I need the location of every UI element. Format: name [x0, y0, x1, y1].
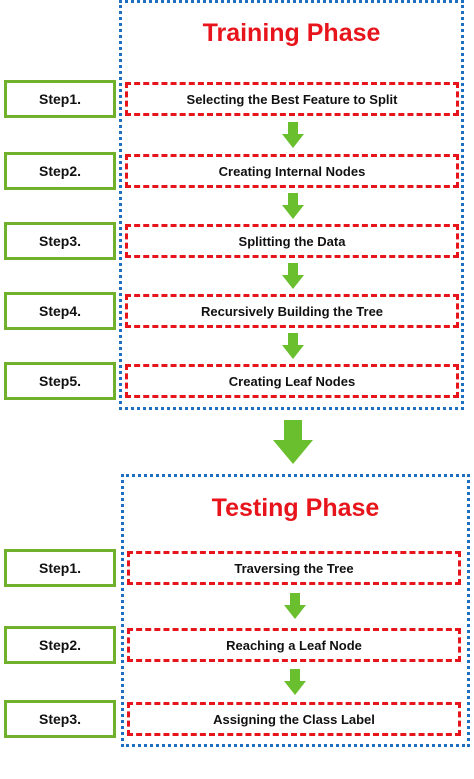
- testing-step3-box: Assigning the Class Label: [127, 702, 461, 736]
- down-arrow-icon: [284, 593, 306, 619]
- training-step5-label: Step5.: [4, 362, 116, 400]
- training-step5-box: Creating Leaf Nodes: [125, 364, 459, 398]
- training-step4-label: Step4.: [4, 292, 116, 330]
- testing-step1-box: Traversing the Tree: [127, 551, 461, 585]
- training-phase-title: Training Phase: [202, 19, 381, 47]
- down-arrow-icon: [282, 263, 304, 289]
- testing-phase-title: Testing Phase: [211, 494, 380, 522]
- down-arrow-icon: [284, 669, 306, 695]
- testing-step3-label: Step3.: [4, 700, 116, 738]
- training-phase-container: Training Phase: [119, 0, 464, 410]
- down-arrow-icon: [282, 122, 304, 148]
- training-step4-box: Recursively Building the Tree: [125, 294, 459, 328]
- testing-phase-container: Testing Phase: [121, 474, 470, 747]
- down-arrow-icon: [282, 333, 304, 359]
- training-step1-label: Step1.: [4, 80, 116, 118]
- down-arrow-icon: [282, 193, 304, 219]
- training-step2-box: Creating Internal Nodes: [125, 154, 459, 188]
- training-step2-label: Step2.: [4, 152, 116, 190]
- testing-step1-label: Step1.: [4, 549, 116, 587]
- testing-step2-box: Reaching a Leaf Node: [127, 628, 461, 662]
- phase-transition-arrow-icon: [273, 420, 313, 464]
- training-step1-box: Selecting the Best Feature to Split: [125, 82, 459, 116]
- testing-step2-label: Step2.: [4, 626, 116, 664]
- training-step3-box: Splitting the Data: [125, 224, 459, 258]
- training-step3-label: Step3.: [4, 222, 116, 260]
